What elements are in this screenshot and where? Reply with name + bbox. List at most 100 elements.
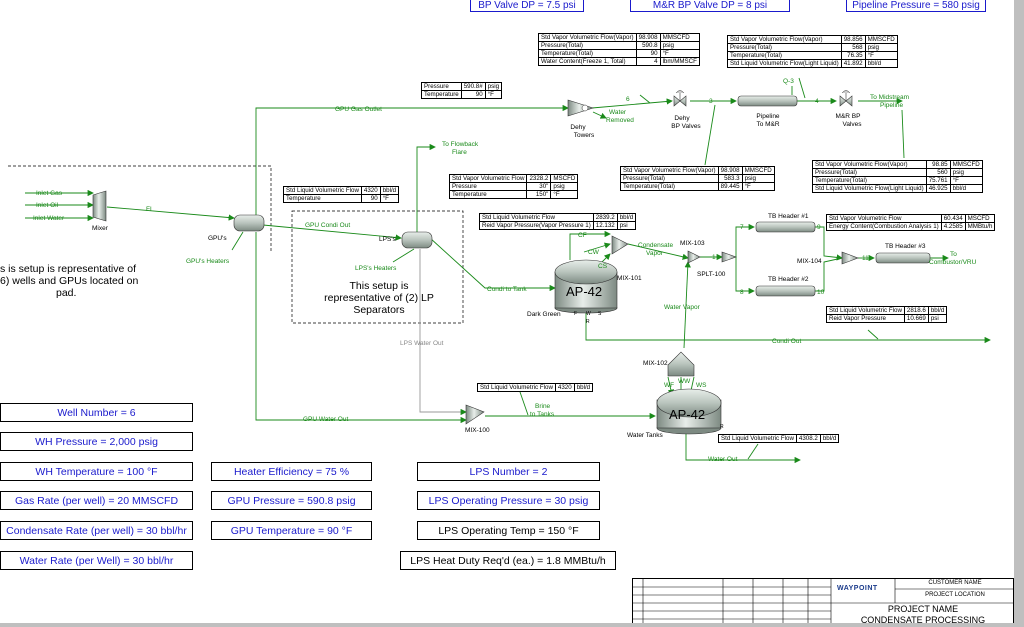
value-cell: 30" [526,182,552,191]
value-cell: 560 [925,168,951,177]
unit-cell: bbl/d [573,383,594,392]
property-cell: Std Liquid Volumetric Flow [826,306,905,315]
unit-cell: psig [550,182,579,191]
value-cell: 150" [526,190,552,199]
project-location-label: PROJECT LOCATION [925,592,985,598]
property-cell: Pressure [448,182,528,191]
unit-cell: psig [949,168,983,177]
property-cell: Std Liquid Volumetric Flow [283,186,362,195]
property-cell: Std Vapor Volumetric Flow [826,214,942,223]
unit-cell: psig [741,174,775,183]
value-cell: 90 [460,90,486,99]
property-cell: Reid Vapor Pressure(Vapor Pressure 1) [479,221,594,230]
property-cell: Std Liquid Volumetric Flow [477,383,556,392]
property-cell: Std Liquid Volumetric Flow(Light Liquid) [812,184,927,193]
gas-rate-box: Gas Rate (per well) = 20 MMSCFD [0,491,193,510]
table-row: Temperature(Total)76.35°F [727,51,898,60]
value-cell: 46.925 [925,184,951,193]
unit-cell: bbl/d [927,306,948,315]
unit-cell: psi [927,314,948,323]
value-cell: 568 [840,43,866,52]
unit-cell: psig [659,41,700,50]
unit-cell: psig [484,82,503,91]
unit-cell: °F [659,49,700,58]
unit-cell: lbm/MMSCF [659,57,700,66]
property-cell: Std Vapor Volumetric Flow(Vapor) [727,35,842,44]
unit-cell: MSCFD [550,174,579,183]
lps-heat-duty-box: LPS Heat Duty Req'd (ea.) = 1.8 MMBtu/h [400,551,616,570]
property-cell: Energy Content(Combustion Analysis 1) [826,222,942,231]
unit-cell: psi [616,221,637,230]
property-cell: Std Vapor Volumetric Flow(Vapor) [620,166,719,175]
unit-cell: MMSCFD [949,160,983,169]
value-cell: 98.908 [635,33,661,42]
table-row: Energy Content(Combustion Analysis 1)4.2… [826,222,996,231]
property-cell: Std Liquid Volumetric Flow(Light Liquid) [727,59,842,68]
table-row: Reid Vapor Pressure(Vapor Pressure 1)12.… [479,221,637,230]
property-cell: Reid Vapor Pressure [826,314,905,323]
value-cell: 2818.6 [903,306,929,315]
value-cell: 583.3 [717,174,743,183]
waypoint-logo: WAYPOINT [837,585,878,592]
value-cell: 60.434 [940,214,966,223]
well-number-box: Well Number = 6 [0,403,193,422]
value-cell: 12.132 [592,221,618,230]
gpu-temperature-box: GPU Temperature = 90 °F [211,521,372,540]
table-row: Temperature(Total)90°F [538,49,700,58]
property-cell: Temperature [421,90,462,99]
value-cell: 4 [635,57,661,66]
value-cell: 75.761 [925,176,951,185]
unit-cell: MMSCFD [864,35,898,44]
value-cell: 2328.2 [526,174,552,183]
value-cell: 590.8 [635,41,661,50]
unit-cell: °F [379,194,400,203]
lps-temp-box: LPS Operating Temp = 150 °F [417,521,600,540]
property-cell: Pressure(Total) [538,41,637,50]
unit-cell: MSCFD [964,214,996,223]
wh-pressure-box: WH Pressure = 2,000 psig [0,432,193,451]
property-cell: Std Vapor Volumetric Flow [448,174,528,183]
unit-cell: °F [949,176,983,185]
unit-cell: MMSCFD [659,33,700,42]
lp-separators-note: This setup is representative of (2) LP S… [324,280,434,316]
value-cell: 41.892 [840,59,866,68]
value-cell: 98.908 [717,166,743,175]
project-subtitle-label: CONDENSATE PROCESSING [860,615,986,625]
water-rate-box: Water Rate (per Well) = 30 bbl/hr [0,551,193,570]
unit-cell: bbl/d [864,59,898,68]
value-cell: 4320 [554,383,575,392]
property-cell: Temperature [283,194,362,203]
value-cell: 98.85 [925,160,951,169]
table-row: Std Liquid Volumetric Flow(Light Liquid)… [727,59,898,68]
customer-name-label: CUSTOMER NAME [928,580,982,586]
table-row: Temperature(Total)89.445°F [620,182,775,191]
gpu-pressure-box: GPU Pressure = 590.8 psig [211,491,372,510]
table-row: Temperature(Total)75.761°F [812,176,983,185]
unit-cell: °F [550,190,579,199]
table-row: Std Liquid Volumetric Flow(Light Liquid)… [812,184,983,193]
unit-cell: bbl/d [819,434,840,443]
property-cell: Water Content(Freeze 1, Total) [538,57,637,66]
title-block: WAYPOINT CUSTOMER NAME PROJECT LOCATION … [632,578,1014,625]
unit-cell: bbl/d [379,186,400,195]
property-cell: Temperature(Total) [538,49,637,58]
